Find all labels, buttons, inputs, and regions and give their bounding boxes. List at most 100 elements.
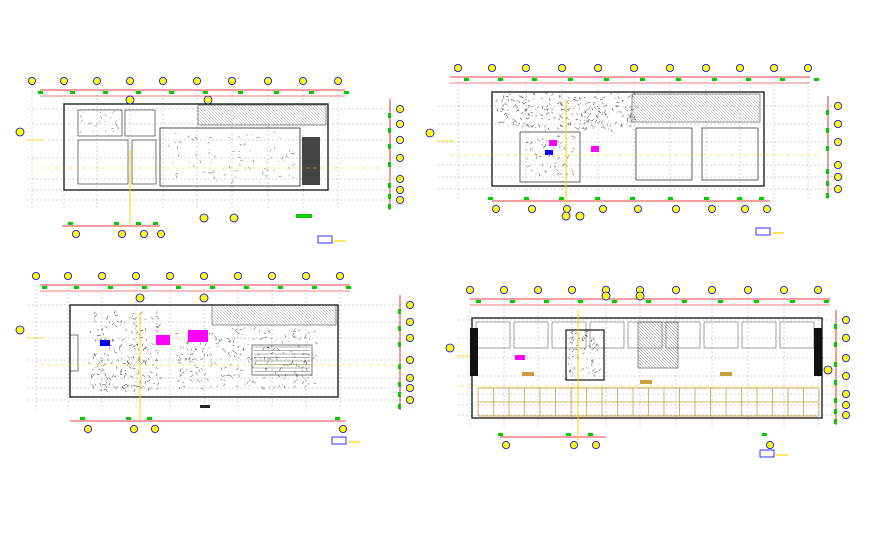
scribble-stroke: [248, 360, 250, 363]
dimension-tag: [346, 286, 351, 289]
dimension-tag: [312, 286, 317, 289]
scribble-stroke: [156, 326, 159, 329]
scribble-stroke: [115, 124, 118, 126]
direction-arrow: [522, 372, 534, 376]
scribble-stroke: [548, 103, 551, 105]
scribble-stroke: [552, 155, 555, 157]
scribble-stroke: [113, 348, 115, 351]
scribble-stroke: [144, 318, 146, 321]
grid-bubble: [804, 64, 813, 73]
scribble-stroke: [576, 112, 578, 115]
scribble-stroke: [113, 375, 116, 378]
hatch-line: [263, 304, 285, 326]
scribble-stroke: [97, 362, 101, 365]
dimension-tag: [398, 364, 401, 369]
scribble-stroke: [314, 355, 317, 357]
scribble-stroke: [269, 149, 272, 152]
dimension-tag: [668, 197, 673, 200]
scribble-stroke: [187, 135, 190, 139]
grid-bubble: [842, 371, 851, 380]
scribble-stroke: [99, 389, 103, 392]
scribble-stroke: [261, 385, 264, 389]
grid-bubble: [491, 204, 500, 213]
hatch-line: [735, 93, 761, 119]
scribble-stroke: [572, 348, 575, 352]
scribble-stroke: [202, 347, 205, 349]
hatch-line: [305, 304, 327, 326]
scribble-stroke: [567, 363, 570, 366]
scribble-stroke: [592, 337, 595, 341]
scribble-stroke: [195, 371, 198, 375]
scribble-stroke: [204, 372, 207, 376]
scribble-stroke: [138, 356, 140, 360]
scribble-stroke: [582, 338, 584, 340]
scribble-stroke: [239, 143, 243, 146]
scribble-stroke: [625, 108, 629, 112]
hatch-line: [288, 104, 310, 126]
scribble-stroke: [288, 174, 291, 177]
scribble-stroke: [235, 330, 239, 334]
grid-bubble: [534, 285, 543, 294]
dimension-tag: [604, 78, 609, 81]
scribble-stroke: [559, 95, 562, 98]
grid-bubble: [139, 229, 148, 238]
scribble-stroke: [572, 147, 575, 150]
hatch-line: [637, 352, 654, 369]
scribble-stroke: [214, 361, 217, 365]
dimension-tag: [70, 91, 75, 94]
scribble-stroke: [191, 358, 195, 360]
scribble-stroke: [131, 315, 133, 317]
grid-bubble: [568, 285, 577, 294]
scribble-stroke: [567, 96, 570, 99]
hatch-line: [639, 93, 669, 123]
grid-bubble: [405, 317, 414, 326]
grid-bubble: [135, 293, 145, 303]
hatch-line: [211, 315, 222, 326]
dimension-tag: [278, 286, 283, 289]
dimension-tag: [762, 433, 767, 436]
grid-bubble: [814, 285, 823, 294]
scribble-stroke: [558, 118, 560, 121]
scribble-stroke: [178, 153, 180, 157]
grid-bubble: [563, 204, 572, 213]
dimension-tag: [737, 197, 742, 200]
scribble-stroke: [581, 339, 585, 342]
scribble-stroke: [105, 318, 108, 320]
scribble-stroke: [557, 102, 560, 105]
scribble-stroke: [226, 337, 230, 340]
scribble-stroke: [566, 100, 569, 103]
hatch-line: [651, 93, 681, 123]
scribble-stroke: [209, 385, 212, 388]
scribble-stroke: [588, 118, 591, 121]
grid-bubble: [395, 185, 404, 194]
scribble-stroke: [93, 318, 95, 320]
scribble-stroke: [525, 124, 529, 127]
scribble-stroke: [591, 358, 594, 362]
hatch-area: [211, 304, 337, 326]
scribble-stroke: [214, 338, 217, 341]
hatch-line: [211, 309, 228, 326]
scribble-stroke: [526, 123, 530, 126]
scribble-stroke: [543, 125, 547, 128]
grid-bubble: [834, 184, 843, 193]
scribble-stroke: [146, 353, 148, 355]
scribble-stroke: [178, 140, 181, 142]
scribble-stroke: [190, 374, 194, 378]
scribble-stroke: [535, 173, 537, 175]
scribble-stroke: [145, 346, 147, 350]
scribble-stroke: [577, 127, 581, 131]
scribble-stroke: [133, 322, 135, 326]
scribble-stroke: [131, 330, 133, 334]
scribble-stroke: [525, 108, 528, 111]
scribble-stroke: [132, 313, 135, 315]
dimension-tag: [704, 197, 709, 200]
scribble-stroke: [598, 110, 600, 112]
grid-bubble: [453, 64, 462, 73]
hatch-line: [323, 304, 337, 318]
dimension-tag: [488, 197, 493, 200]
scribble-stroke: [126, 360, 129, 364]
scribble-stroke: [571, 135, 575, 138]
scribble-stroke: [516, 99, 519, 103]
scribble-stroke: [93, 311, 96, 315]
scribble-stroke: [559, 115, 563, 119]
